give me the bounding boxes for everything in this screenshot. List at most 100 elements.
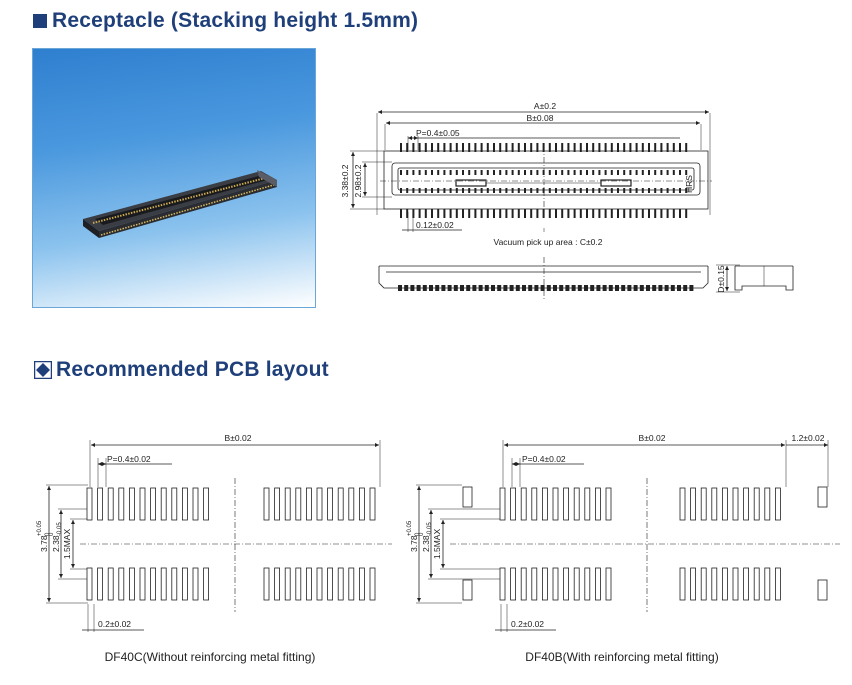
pcb-pad <box>284 487 291 521</box>
terminal-pin <box>474 209 477 218</box>
pcb-pad <box>722 487 728 521</box>
svg-text:0: 0 <box>415 532 421 536</box>
contact-mark <box>530 170 533 175</box>
terminal-pin <box>666 143 669 152</box>
contact-mark <box>555 188 557 193</box>
contact-mark <box>629 170 632 175</box>
dim-terminal: 0.12±0.02 <box>416 220 454 230</box>
contact-mark <box>567 188 570 193</box>
side-pin <box>683 285 688 291</box>
pcb-pad <box>711 487 718 521</box>
pcb-pad <box>97 567 103 601</box>
side-pin <box>429 285 433 291</box>
contact-mark <box>561 170 564 175</box>
pcb-pad <box>139 487 146 521</box>
terminal-pin <box>462 143 464 152</box>
contact-mark <box>654 170 657 175</box>
caption-right: DF40B(With reinforcing metal fitting) <box>525 650 718 664</box>
side-pin <box>608 285 613 291</box>
terminal-pin <box>499 209 502 218</box>
contact-mark <box>511 188 514 193</box>
terminal-pin <box>536 209 539 218</box>
terminal-pin <box>418 143 421 152</box>
terminal-pin <box>641 209 644 218</box>
pcb-pad <box>690 567 696 601</box>
side-pin <box>509 285 514 291</box>
contact-mark <box>604 188 607 193</box>
pcb-pad <box>203 567 210 601</box>
contact-mark <box>505 170 508 175</box>
receptacle-title-text: Receptacle (Stacking height 1.5mm) <box>52 9 419 32</box>
terminal-pin <box>505 209 508 218</box>
contact-mark <box>455 170 458 175</box>
terminal-pin <box>561 143 564 152</box>
contact-mark <box>617 170 619 175</box>
side-pin <box>596 285 601 291</box>
dim-right-b: B±0.02 <box>639 433 666 443</box>
terminal-pin <box>685 209 688 218</box>
terminal-pin <box>486 143 489 152</box>
terminal-pin <box>548 209 551 218</box>
terminal-pin <box>437 143 440 152</box>
terminal-pin <box>654 209 657 218</box>
contact-mark <box>480 188 483 193</box>
pcb-pad <box>369 487 376 521</box>
pcb-pad <box>520 567 527 601</box>
pcb-pad <box>700 487 707 521</box>
dim-left-h2: 2.38 0 -0.05 <box>49 522 63 552</box>
pcb-pad <box>722 567 728 601</box>
terminal-pin <box>505 143 508 152</box>
terminal-pin <box>443 143 446 152</box>
terminal-pin <box>629 209 632 218</box>
terminal-pin <box>524 209 526 218</box>
contact-mark <box>598 188 601 193</box>
pcb-pad <box>263 487 270 521</box>
side-pin <box>398 285 402 291</box>
contact-mark <box>418 188 421 193</box>
pcb-pad <box>584 487 591 521</box>
side-pin <box>478 285 483 291</box>
dim-b: B±0.08 <box>527 113 554 123</box>
pcb-pad <box>679 487 686 521</box>
fitting-pad-top-right <box>817 486 828 508</box>
side-pin <box>559 285 564 291</box>
contact-mark <box>641 188 644 193</box>
pcb-pad <box>595 487 601 521</box>
dim-a: A±0.2 <box>534 101 556 111</box>
pcb-pad <box>679 567 686 601</box>
contact-mark <box>499 188 502 193</box>
terminal-pin <box>604 209 607 218</box>
terminal-pin <box>573 143 576 152</box>
svg-text:0: 0 <box>49 532 55 536</box>
dim-vacuum: Vacuum pick up area : C±0.2 <box>494 237 603 247</box>
pcb-pad <box>743 567 749 601</box>
contact-mark <box>623 188 626 193</box>
terminal-pin <box>443 209 446 218</box>
side-pin <box>652 285 657 291</box>
side-pin <box>590 285 595 291</box>
side-pin <box>664 285 669 291</box>
terminal-pin <box>530 143 533 152</box>
pcb-pad <box>605 487 612 521</box>
terminal-pin <box>449 209 452 218</box>
terminal-pin <box>579 209 582 218</box>
contact-mark <box>679 188 681 193</box>
terminal-pin <box>567 209 570 218</box>
pcb-pad <box>295 487 302 521</box>
pcb-pad <box>764 567 771 601</box>
terminal-pin <box>486 209 489 218</box>
pcb-pad <box>531 567 538 601</box>
contact-mark <box>604 170 607 175</box>
receptacle-side-view <box>378 257 794 300</box>
pcb-pad <box>284 567 291 601</box>
contact-mark <box>474 188 477 193</box>
terminal-pin <box>400 209 402 218</box>
pcb-pad <box>337 567 344 601</box>
side-pin <box>503 285 508 291</box>
pcb-pad <box>499 487 506 521</box>
side-pin <box>466 285 471 291</box>
contact-mark <box>493 170 495 175</box>
side-pin <box>435 285 440 291</box>
side-pin <box>522 285 526 291</box>
side-pin <box>422 285 427 291</box>
